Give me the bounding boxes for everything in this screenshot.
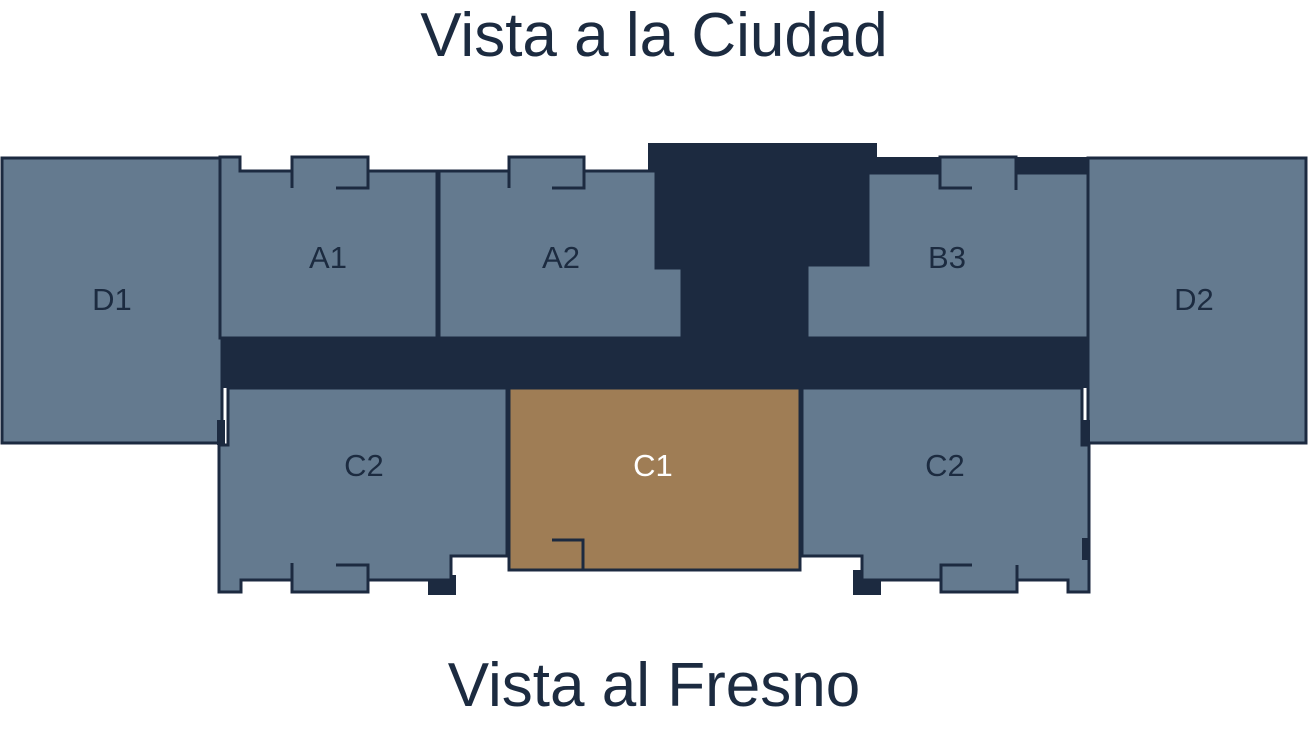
unit-c2-right-label: C2: [925, 448, 965, 483]
unit-d2[interactable]: D2: [1086, 156, 1308, 445]
unit-d1[interactable]: D1: [0, 156, 224, 445]
unit-c1-shape[interactable]: [507, 386, 802, 572]
unit-c2-left[interactable]: C2: [217, 386, 509, 594]
wall-stub-left: [217, 420, 225, 445]
unit-a1-shape[interactable]: [218, 155, 439, 340]
unit-c1[interactable]: C1: [507, 386, 802, 572]
unit-a2[interactable]: A2: [437, 155, 684, 340]
unit-c2-left-window-detail: [290, 563, 370, 592]
unit-c2-left-shape[interactable]: [217, 386, 509, 594]
unit-b3-window-detail: [938, 173, 1018, 190]
unit-b3-label: B3: [928, 240, 966, 275]
unit-a2-window-detail: [507, 157, 586, 190]
building-core: [218, 143, 1089, 595]
unit-c1-window-detail: [507, 538, 585, 570]
city-view-title: Vista a la Ciudad: [420, 1, 888, 70]
unit-d2-shape[interactable]: [1086, 156, 1308, 445]
unit-d1-shape[interactable]: [0, 156, 224, 445]
unit-c2-right-window-detail: [939, 563, 1019, 580]
unit-a2-label: A2: [542, 240, 580, 275]
unit-a1-label: A1: [309, 240, 347, 275]
wall-stub-right-lower: [1082, 538, 1090, 560]
unit-d2-label: D2: [1174, 282, 1214, 317]
corridor-shaft: [680, 265, 808, 345]
unit-c2-left-label: C2: [344, 448, 384, 483]
unit-c1-label: C1: [633, 448, 673, 483]
wall-stub-right-upper: [1082, 420, 1090, 445]
unit-d1-label: D1: [92, 282, 132, 317]
unit-c2-right-shape[interactable]: [800, 386, 1091, 594]
unit-c2-right[interactable]: C2: [800, 386, 1091, 594]
unit-a1-window-detail: [290, 157, 370, 190]
fresno-view-title: Vista al Fresno: [447, 651, 861, 720]
main-corridor: [218, 338, 1088, 388]
unit-a1[interactable]: A1: [218, 155, 439, 340]
